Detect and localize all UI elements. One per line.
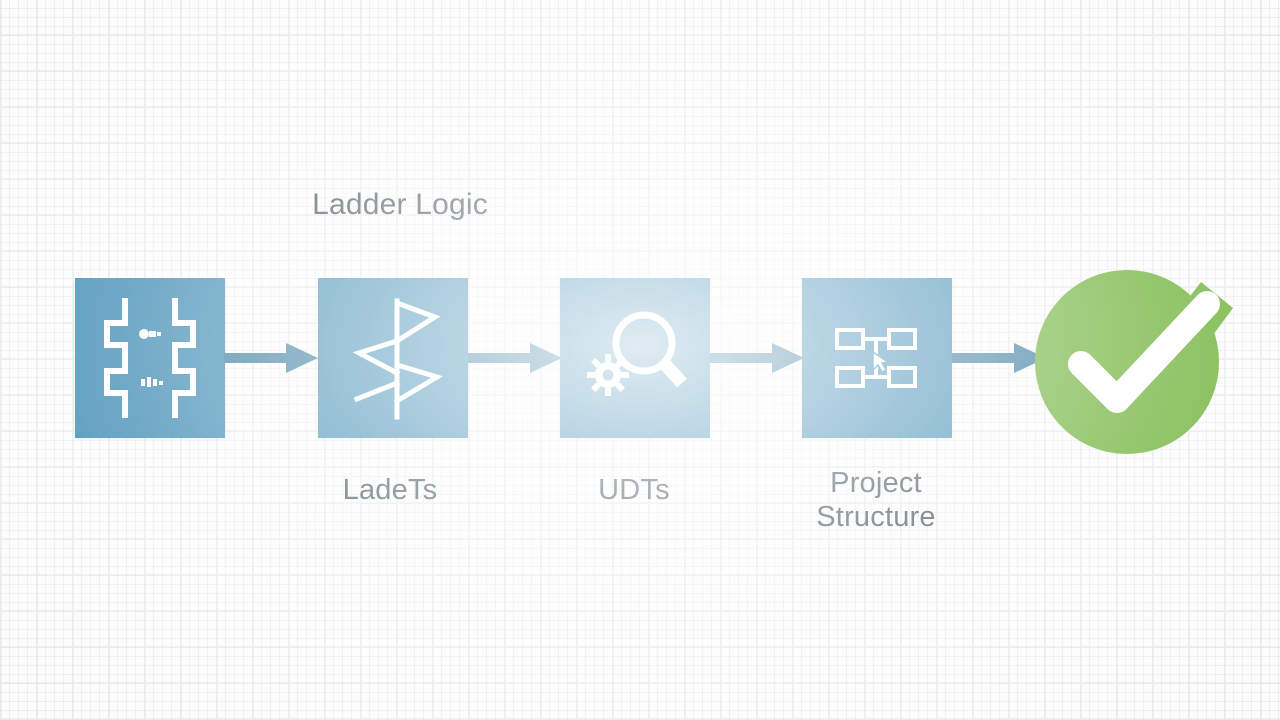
zigzag-flag-icon xyxy=(341,295,445,421)
node-ladder-logic[interactable] xyxy=(75,278,225,438)
arrow-2 xyxy=(468,342,564,374)
node-success[interactable] xyxy=(1035,262,1240,462)
green-check-circle-icon xyxy=(1035,270,1240,466)
arrow-1 xyxy=(224,342,320,374)
page-title: Ladder Logic xyxy=(312,188,488,221)
hierarchy-blocks-icon xyxy=(835,326,919,390)
arrow-4 xyxy=(952,342,1048,374)
node-udts[interactable] xyxy=(560,278,710,438)
node-project-structure[interactable] xyxy=(802,278,952,438)
node-label-udts: UDTs xyxy=(598,474,670,506)
ladder-logic-rung-icon xyxy=(95,297,205,419)
node-ladets[interactable] xyxy=(318,278,468,438)
arrow-3 xyxy=(710,342,806,374)
node-label-ladets: LadeTs xyxy=(342,474,438,506)
magnifier-gear-icon xyxy=(576,299,694,417)
node-label-project-structure: Project Structure xyxy=(816,467,936,533)
